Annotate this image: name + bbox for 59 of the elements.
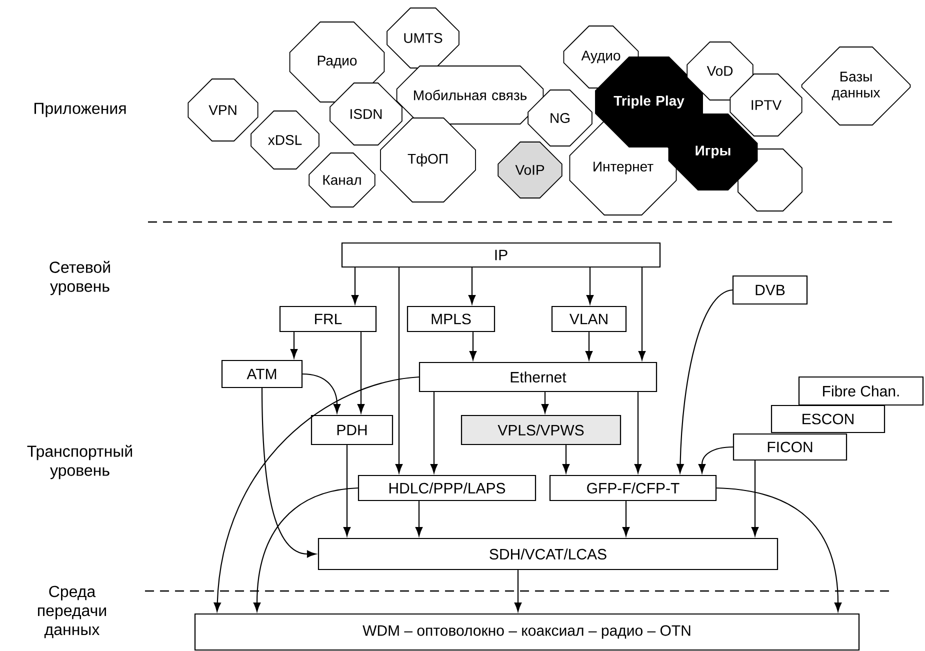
arrow bbox=[638, 268, 646, 360]
arrow bbox=[586, 268, 594, 304]
protocol-box: GFP-F/CFP-T bbox=[549, 474, 717, 502]
arrow bbox=[253, 487, 358, 612]
protocol-box: FRL bbox=[279, 306, 377, 332]
arrow bbox=[676, 289, 733, 474]
protocol-box: DVB bbox=[732, 275, 808, 305]
arrow bbox=[214, 376, 420, 612]
application-octagon: Мобильная связь bbox=[396, 66, 544, 124]
layer-label: Сетевой уровень bbox=[50, 260, 110, 296]
application-octagon: VoD bbox=[686, 42, 754, 100]
arrow bbox=[357, 332, 365, 414]
application-octagon: xDSL bbox=[250, 110, 320, 170]
protocol-box: VLAN bbox=[551, 306, 627, 332]
protocol-box: Ethernet bbox=[418, 362, 658, 392]
application-octagon: Канал bbox=[308, 152, 376, 208]
application-octagon: Радио bbox=[289, 22, 385, 102]
arrow bbox=[430, 392, 438, 474]
layer-label: Приложения bbox=[34, 102, 126, 118]
protocol-box: FICON bbox=[732, 433, 848, 461]
application-octagon: VoIP bbox=[498, 142, 562, 198]
application-octagon: VPN bbox=[188, 78, 258, 142]
protocol-box: ATM bbox=[221, 360, 303, 388]
protocol-box: MPLS bbox=[406, 306, 496, 332]
protocol-box: VPLS/VPWS bbox=[460, 414, 622, 446]
arrow bbox=[514, 570, 522, 612]
layer-label: Транспортный уровень bbox=[27, 444, 132, 480]
arrow bbox=[290, 332, 298, 358]
arrow bbox=[716, 487, 842, 612]
arrow bbox=[541, 392, 549, 414]
octagon-shape bbox=[738, 148, 802, 212]
arrow bbox=[751, 460, 759, 536]
layer-label: Среда передачи данных bbox=[38, 586, 106, 638]
arrow bbox=[302, 373, 341, 414]
arrow bbox=[261, 388, 316, 558]
arrow bbox=[415, 501, 423, 536]
application-octagon: Базы данных bbox=[801, 46, 911, 126]
arrow bbox=[622, 501, 630, 536]
application-octagon: NG bbox=[528, 90, 592, 146]
application-octagon: ISDN bbox=[330, 82, 402, 146]
protocol-box: Fibre Chan. bbox=[798, 376, 924, 406]
application-octagon: Игры bbox=[668, 114, 758, 190]
protocol-box: HDLC/PPP/LAPS bbox=[358, 474, 536, 502]
application-octagon: UMTS bbox=[386, 8, 460, 68]
protocol-box: IP bbox=[341, 242, 661, 268]
arrow bbox=[469, 332, 477, 360]
medium-band: WDM – оптоволокно – коаксиал – радио – OTN bbox=[194, 613, 860, 651]
application-octagon: ТфОП bbox=[380, 118, 476, 202]
arrow bbox=[468, 268, 476, 304]
arrow bbox=[343, 445, 351, 536]
arrow bbox=[698, 446, 733, 474]
arrow bbox=[634, 392, 642, 474]
arrow bbox=[562, 445, 570, 474]
arrow bbox=[351, 268, 359, 304]
arrow bbox=[395, 268, 403, 474]
protocol-box: SDH/VCAT/LCAS bbox=[318, 538, 778, 570]
protocol-box: ESCON bbox=[770, 404, 886, 434]
arrow bbox=[585, 332, 593, 360]
protocol-box: PDH bbox=[310, 414, 394, 446]
